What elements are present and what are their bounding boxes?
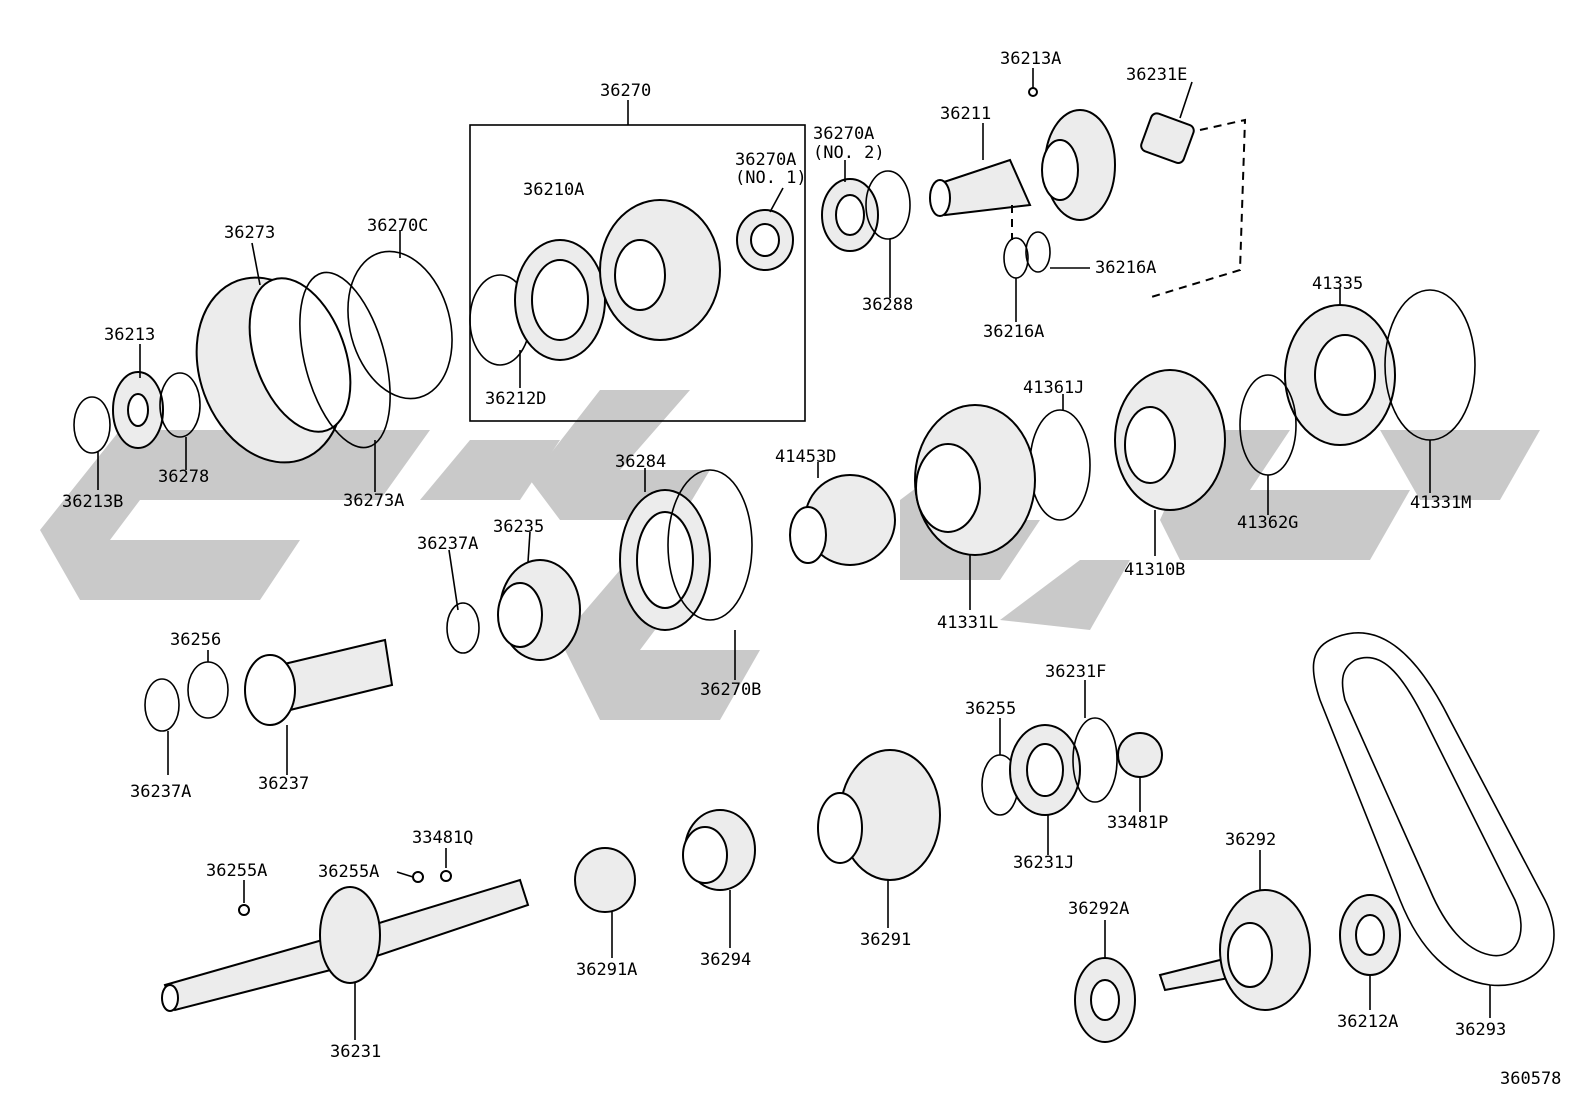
label-36273a: 36273A: [343, 491, 404, 511]
label-41361j: 41361J: [1023, 378, 1084, 398]
label-36237a-a: 36237A: [417, 534, 478, 554]
label-no2: (NO. 2): [813, 143, 885, 163]
label-36235: 36235: [493, 517, 544, 537]
label-36231f: 36231F: [1045, 662, 1106, 682]
label-33481q: 33481Q: [412, 828, 473, 848]
label-36270: 36270: [600, 81, 651, 101]
label-36216a-a: 36216A: [1095, 258, 1156, 278]
label-36292a: 36292A: [1068, 899, 1129, 919]
label-36270c: 36270C: [367, 216, 428, 236]
drawing-number: 360578: [1500, 1069, 1561, 1089]
label-36293: 36293: [1455, 1020, 1506, 1040]
label-36255a-a: 36255A: [206, 861, 267, 881]
label-36270b: 36270B: [700, 680, 761, 700]
part-shapes: [73, 87, 1555, 1043]
label-36216a-b: 36216A: [983, 322, 1044, 342]
label-36237a-b: 36237A: [130, 782, 191, 802]
label-36255: 36255: [965, 699, 1016, 719]
label-41335: 41335: [1312, 274, 1363, 294]
label-36294: 36294: [700, 950, 751, 970]
label-36256: 36256: [170, 630, 221, 650]
label-36211: 36211: [940, 104, 991, 124]
label-36212a: 36212A: [1337, 1012, 1398, 1032]
label-36278: 36278: [158, 467, 209, 487]
label-36210a: 36210A: [523, 180, 584, 200]
label-36231: 36231: [330, 1042, 381, 1062]
label-36213: 36213: [104, 325, 155, 345]
label-36231e: 36231E: [1126, 65, 1187, 85]
label-no1: (NO. 1): [735, 168, 807, 188]
label-36213a: 36213A: [1000, 49, 1061, 69]
label-36212d: 36212D: [485, 389, 546, 409]
label-36255a-b: 36255A: [318, 862, 379, 882]
assembly-box: [469, 124, 806, 422]
label-36291: 36291: [860, 930, 911, 950]
label-36291a: 36291A: [576, 960, 637, 980]
label-41331l: 41331L: [937, 613, 998, 633]
label-36292: 36292: [1225, 830, 1276, 850]
label-36288: 36288: [862, 295, 913, 315]
label-41310b: 41310B: [1124, 560, 1185, 580]
label-41362g: 41362G: [1237, 513, 1298, 533]
leader-lines: [97, 68, 1491, 1040]
label-41453d: 41453D: [775, 447, 836, 467]
label-36213b: 36213B: [62, 492, 123, 512]
label-36284: 36284: [615, 452, 666, 472]
part-labels: 36270 36213A 36231E 36211 36270A (NO. 2)…: [62, 49, 1561, 1089]
label-33481p: 33481P: [1107, 813, 1168, 833]
label-36270a-no1: 36270A: [735, 150, 796, 170]
label-36270a-no2: 36270A: [813, 124, 874, 144]
label-41331m: 41331M: [1410, 493, 1471, 513]
label-36231j: 36231J: [1013, 853, 1074, 873]
label-36237: 36237: [258, 774, 309, 794]
label-36273: 36273: [224, 223, 275, 243]
